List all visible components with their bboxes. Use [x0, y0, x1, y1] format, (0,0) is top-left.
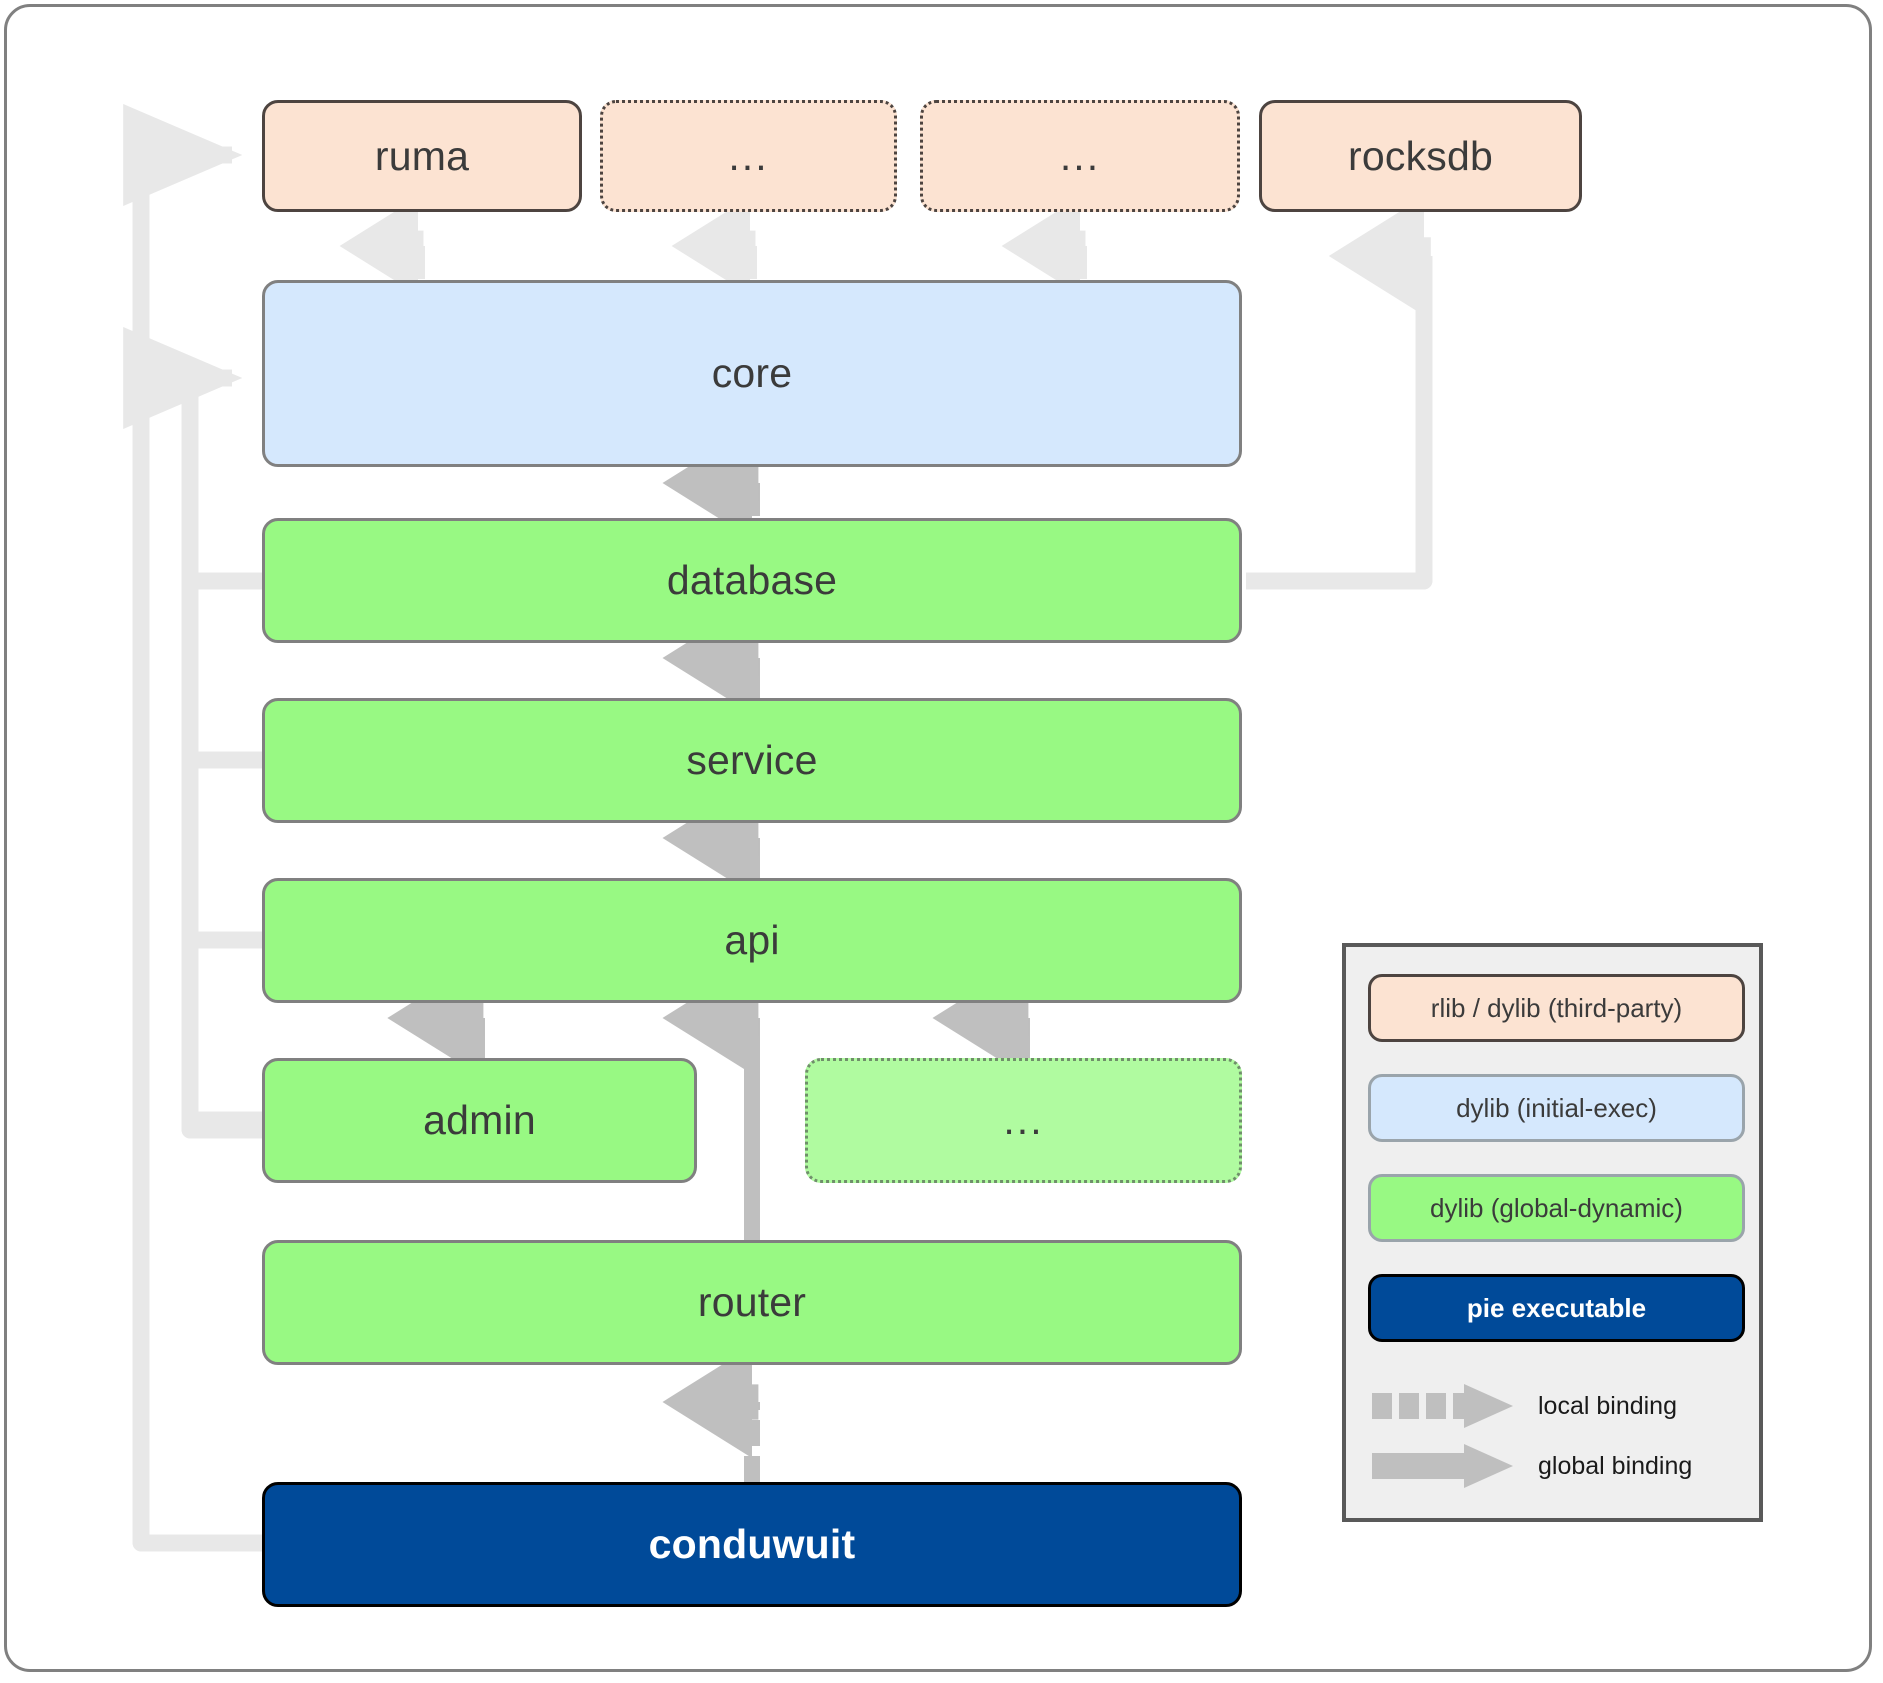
legend-chip-third-party-label: rlib / dylib (third-party) — [1430, 992, 1683, 1023]
node-core[interactable]: core — [262, 280, 1242, 467]
node-admin-label: admin — [423, 1097, 536, 1143]
legend-global-binding-label: global binding — [1538, 1451, 1693, 1480]
node-third-party-2[interactable]: ... — [920, 100, 1240, 212]
node-conduwuit[interactable]: conduwuit — [262, 1482, 1242, 1607]
node-more[interactable]: ... — [805, 1058, 1242, 1183]
node-router-label: router — [697, 1279, 807, 1325]
node-service[interactable]: service — [262, 698, 1242, 823]
node-rocksdb[interactable]: rocksdb — [1259, 100, 1582, 212]
legend-chip-pie-executable-label: pie executable — [1466, 1292, 1647, 1323]
solid-arrow-icon — [1372, 1444, 1513, 1488]
node-database-label: database — [666, 557, 838, 603]
node-router[interactable]: router — [262, 1240, 1242, 1365]
legend-panel: rlib / dylib (third-party) dylib (initia… — [1342, 943, 1763, 1522]
legend-chip-third-party: rlib / dylib (third-party) — [1368, 974, 1745, 1042]
node-rocksdb-label: rocksdb — [1348, 132, 1493, 179]
node-api[interactable]: api — [262, 878, 1242, 1003]
legend-chip-pie-executable: pie executable — [1368, 1274, 1745, 1342]
legend-row-local-binding: local binding — [1368, 1379, 1745, 1433]
node-third-party-2-label: ... — [1059, 132, 1101, 179]
dashed-arrow-icon — [1372, 1384, 1513, 1428]
node-service-label: service — [686, 737, 818, 783]
legend-chip-global-dynamic-label: dylib (global-dynamic) — [1430, 1192, 1683, 1223]
node-database[interactable]: database — [262, 518, 1242, 643]
node-core-label: core — [711, 350, 793, 396]
legend-local-binding-label: local binding — [1538, 1391, 1677, 1420]
legend-chip-initial-exec-label: dylib (initial-exec) — [1456, 1092, 1657, 1123]
node-conduwuit-label: conduwuit — [648, 1521, 856, 1567]
legend-chip-global-dynamic: dylib (global-dynamic) — [1368, 1174, 1745, 1242]
node-third-party-1-label: ... — [728, 132, 769, 179]
node-admin[interactable]: admin — [262, 1058, 697, 1183]
node-ruma-label: ruma — [374, 132, 470, 179]
legend-chip-initial-exec: dylib (initial-exec) — [1368, 1074, 1745, 1142]
node-more-label: ... — [1003, 1097, 1044, 1143]
node-third-party-1[interactable]: ... — [600, 100, 897, 212]
node-ruma[interactable]: ruma — [262, 100, 582, 212]
node-api-label: api — [724, 917, 780, 963]
legend-row-global-binding: global binding — [1368, 1439, 1745, 1493]
